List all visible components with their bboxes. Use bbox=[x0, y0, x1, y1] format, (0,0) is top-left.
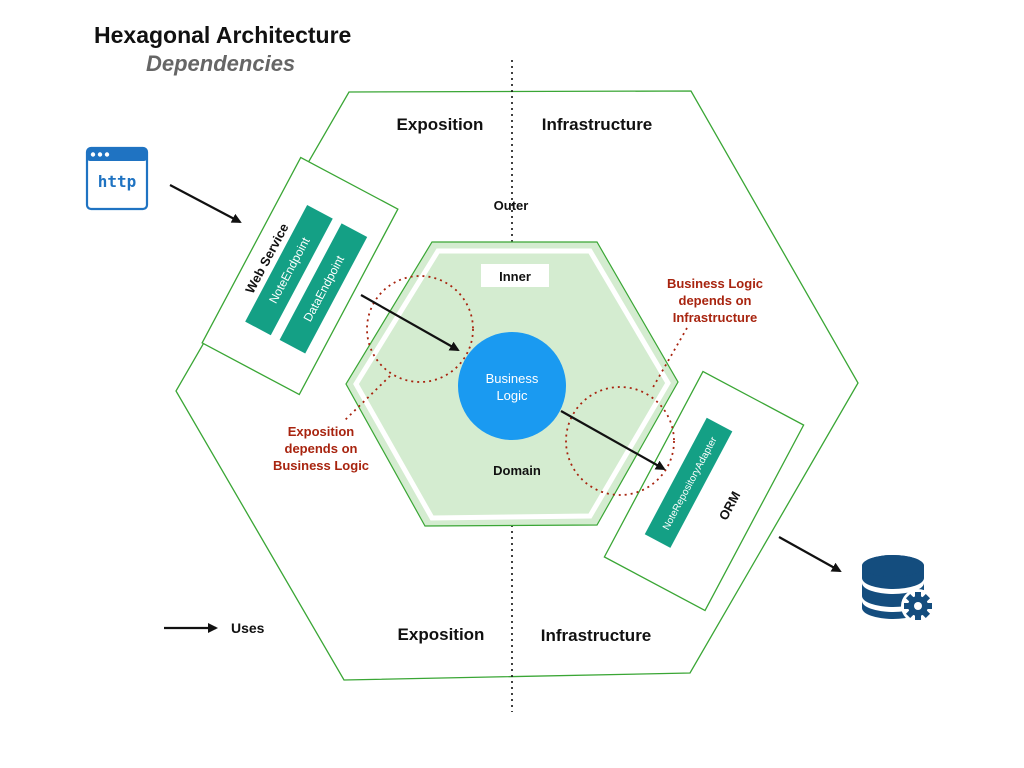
zone-label-outer: Outer bbox=[494, 198, 529, 213]
database-gear-icon bbox=[862, 555, 935, 623]
note-endpoint-box bbox=[245, 205, 333, 336]
zone-label-exposition-bottom: Exposition bbox=[398, 625, 485, 644]
zone-label-inner: Inner bbox=[499, 269, 531, 284]
note-repository-adapter-box bbox=[644, 417, 733, 548]
legend-uses-label: Uses bbox=[231, 620, 265, 636]
orm-to-database-arrow bbox=[778, 536, 842, 572]
expo-annotation-line1: Exposition bbox=[288, 424, 355, 439]
business-logic-to-repository-arrow bbox=[560, 410, 666, 470]
business-logic-core bbox=[458, 332, 566, 440]
zone-label-domain: Domain bbox=[493, 463, 541, 478]
page-subtitle: Dependencies bbox=[146, 51, 296, 76]
zone-label-infrastructure-bottom: Infrastructure bbox=[541, 626, 652, 645]
outer-hexagon bbox=[175, 90, 859, 681]
zone-label-infrastructure-top: Infrastructure bbox=[542, 115, 653, 134]
data-endpoint-box bbox=[279, 223, 368, 354]
data-endpoint-to-business-logic-arrow bbox=[360, 294, 460, 351]
exposition-dependency-circle bbox=[366, 275, 474, 383]
business-logic-label-line1: Business bbox=[486, 371, 539, 386]
web-service-adapter: Web Service NoteEndpoint DataEndpoint bbox=[201, 156, 399, 396]
http-browser-icon: http bbox=[85, 146, 149, 211]
zone-label-exposition-top: Exposition bbox=[397, 115, 484, 134]
http-to-web-service-arrow bbox=[169, 184, 242, 223]
http-icon-label: http bbox=[98, 172, 137, 191]
infra-annotation-line1: Business Logic bbox=[667, 276, 763, 291]
infra-annotation-line3: Infrastructure bbox=[673, 310, 758, 325]
inner-label-box bbox=[481, 264, 549, 287]
page-title: Hexagonal Architecture bbox=[94, 22, 352, 48]
infrastructure-dependency-circle bbox=[565, 386, 675, 496]
business-logic-label-line2: Logic bbox=[496, 388, 528, 403]
expo-annotation-line3: Business Logic bbox=[273, 458, 369, 473]
infra-annotation-line2: depends on bbox=[679, 293, 752, 308]
expo-annotation-line2: depends on bbox=[285, 441, 358, 456]
